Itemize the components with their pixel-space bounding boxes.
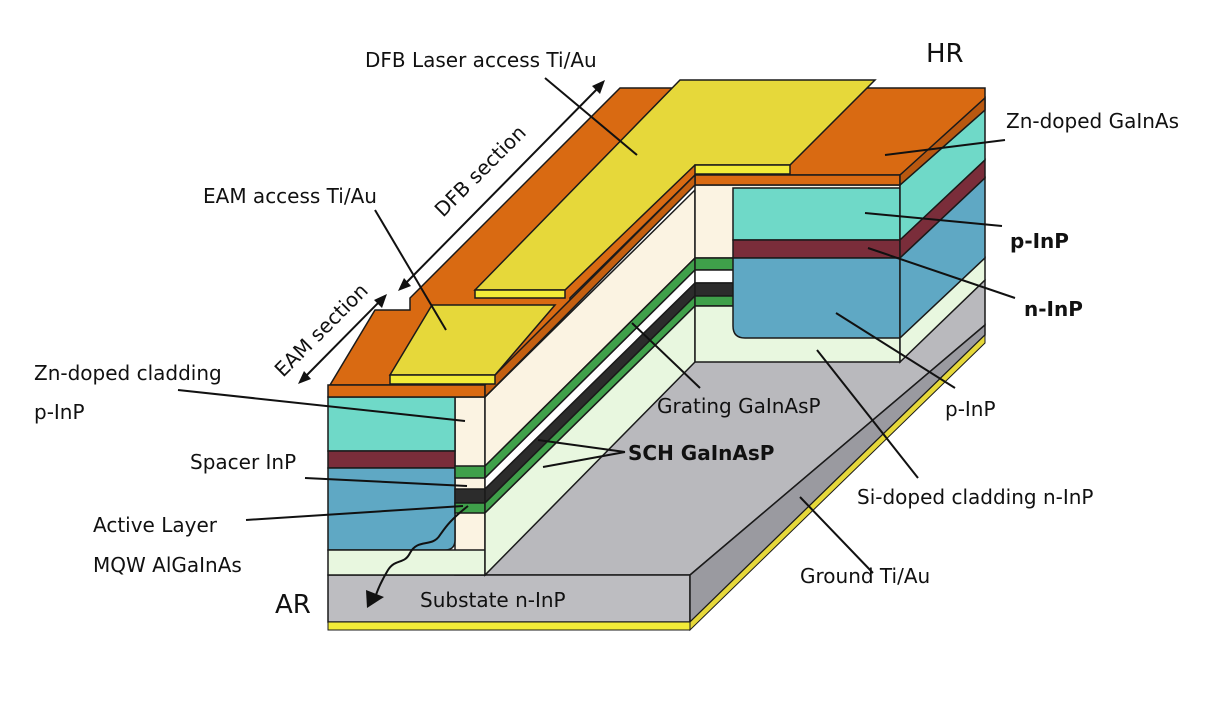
label-eam-access: EAM access Ti/Au xyxy=(203,184,377,208)
ground-metal-front xyxy=(327,621,691,631)
emission-arrow xyxy=(366,505,469,608)
eam-section-arrow-line xyxy=(301,297,384,381)
leader-sch-b xyxy=(542,451,626,468)
leader-zn-gainas xyxy=(884,139,1006,156)
dfb-active xyxy=(694,282,736,297)
label-sch: SCH GaInAsP xyxy=(628,441,774,465)
eam-zn-cladding-layer xyxy=(327,396,456,452)
top-cap-front-right xyxy=(694,174,901,186)
dfb-contact-front-right xyxy=(694,164,791,175)
dfb-front-face xyxy=(694,184,901,363)
label-p-inp-right: p-InP xyxy=(945,397,996,421)
leader-dfb-access xyxy=(544,77,638,156)
emission-wave xyxy=(374,505,469,599)
eam-active-mqw xyxy=(454,488,486,504)
dfb-sch-bottom xyxy=(694,295,736,307)
label-active-layer: Active Layer xyxy=(93,513,218,537)
dfb-blue-layer xyxy=(732,257,901,339)
dfb-section-arrowhead-bottom xyxy=(398,278,411,291)
leader-sch-a xyxy=(537,439,626,453)
leader-lines xyxy=(177,77,1016,574)
dfb-section-arrow-line xyxy=(401,83,603,288)
leader-grating xyxy=(631,322,701,389)
section-arrows xyxy=(298,80,605,384)
label-mqw: MQW AlGaInAs xyxy=(93,553,242,577)
label-ground: Ground Ti/Au xyxy=(800,564,930,588)
top-cap-side-right xyxy=(899,96,986,187)
metal-contacts xyxy=(388,79,877,385)
label-n-inp-bold: n-InP xyxy=(1024,297,1083,321)
label-hr: HR xyxy=(926,39,964,69)
label-grating: Grating GaInAsP xyxy=(657,394,821,418)
eam-maroon-layer xyxy=(327,450,456,469)
ground-metal-side xyxy=(689,333,986,632)
label-spacer: Spacer InP xyxy=(190,450,296,474)
eam-pale-bottom xyxy=(327,549,486,576)
eam-section-arrowhead-top xyxy=(374,294,387,308)
leader-zn-cladding xyxy=(177,389,466,422)
label-substrate: Substate n-InP xyxy=(420,588,566,612)
eam-sch-top xyxy=(454,465,486,479)
label-si-doped-cladding: Si-doped cladding n-InP xyxy=(857,485,1093,509)
label-dfb-laser-access: DFB Laser access Ti/Au xyxy=(365,48,597,72)
leader-p-inp-bold xyxy=(864,212,1003,227)
dfb-section-arrowhead-top xyxy=(592,80,605,94)
emission-arrowhead xyxy=(366,590,384,608)
dfb-contact-front-left xyxy=(474,289,566,299)
dfb-spacer xyxy=(694,269,736,284)
top-cap-front-left xyxy=(327,384,486,398)
dfb-maroon-layer xyxy=(732,239,901,259)
leader-ground xyxy=(799,496,874,574)
leader-si-cladding xyxy=(816,349,919,479)
label-zn-doped-cladding: Zn-doped cladding xyxy=(34,361,222,385)
dfb-sch-top xyxy=(694,257,736,271)
label-zn-doped-gainas: Zn-doped GaInAs xyxy=(1006,109,1179,133)
label-ar: AR xyxy=(275,590,311,620)
leader-n-inp-bold xyxy=(867,247,1016,299)
label-zn-cladding-p-inp: p-InP xyxy=(34,400,85,424)
eam-section-arrowhead-bottom xyxy=(298,371,311,384)
eam-front-face xyxy=(327,396,486,576)
eam-contact-front xyxy=(389,374,496,385)
eam-sch-bottom xyxy=(454,502,486,514)
top-cap-ridge-side xyxy=(484,173,696,399)
leader-spacer xyxy=(304,477,468,487)
leader-p-inp-right xyxy=(835,312,956,389)
label-p-inp-bold: p-InP xyxy=(1010,229,1069,253)
leader-eam-access xyxy=(374,209,447,331)
leader-active xyxy=(245,505,464,521)
